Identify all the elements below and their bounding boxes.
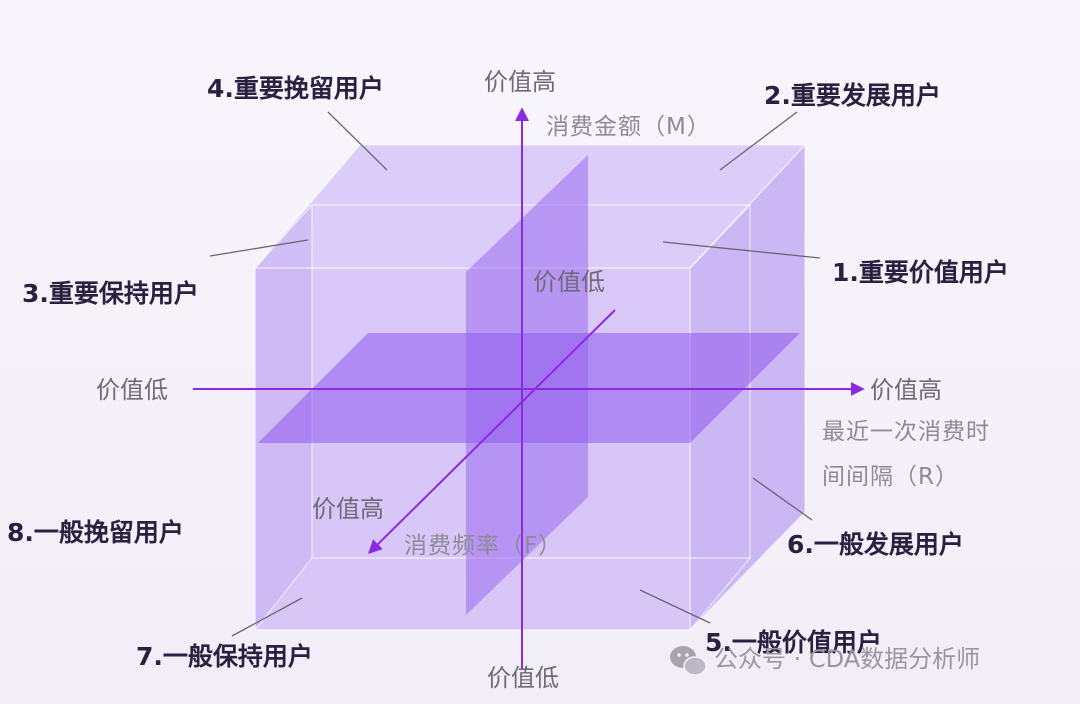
segment-label-3: 3.重要保持用户 (22, 279, 199, 308)
segment-label-2: 2.重要发展用户 (764, 81, 941, 110)
segment-label-5: 5.一般价值用户 (705, 628, 882, 657)
f-axis-name: 消费频率（F） (404, 533, 562, 559)
r-axis-high-label: 价值高 (870, 376, 942, 404)
watermark-text: 公众号 · CDA数据分析师 (714, 645, 980, 673)
segment-label-1: 1.重要价值用户 (832, 258, 1009, 287)
leader-line-6 (752, 477, 813, 521)
cube-top-face (255, 145, 805, 268)
leader-line-1 (662, 241, 821, 259)
cube-edge (254, 204, 313, 269)
segment-label-7: 7.一般保持用户 (136, 642, 313, 671)
leader-line-3 (209, 239, 309, 257)
leader-line-2 (719, 111, 798, 171)
leader-line-7 (231, 597, 303, 637)
segment-label-8: 8.一般挽留用户 (7, 518, 184, 547)
cube-edge (689, 144, 806, 269)
segment-label-4: 4.重要挽留用户 (207, 74, 384, 103)
r-axis-name-line1: 最近一次消费时 (822, 419, 990, 445)
f-axis (368, 309, 616, 554)
leader-line-5 (639, 589, 711, 624)
f-axis-high-label: 价值高 (312, 495, 384, 523)
segment-label-6: 6.一般发展用户 (787, 530, 964, 559)
leader-lines (209, 111, 821, 637)
watermark: 公众号 · CDA数据分析师 (670, 645, 980, 676)
m-axis-low-label: 价值低 (487, 664, 559, 692)
m-axis-high-label: 价值高 (484, 68, 556, 96)
f-axis-low-label: 价值低 (533, 268, 605, 296)
m-axis-name: 消费金额（M） (546, 114, 711, 140)
cube-right-face (690, 145, 805, 630)
leader-line-4 (327, 111, 388, 171)
wechat-icon (670, 646, 707, 676)
r-axis-name-line2: 间间隔（R） (822, 464, 959, 490)
r-axis-low-label: 价值低 (96, 376, 168, 404)
